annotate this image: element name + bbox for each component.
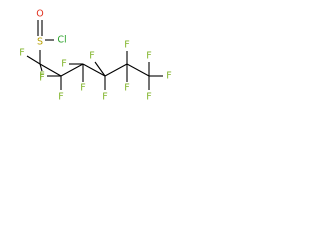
fluorine-bonds bbox=[26, 51, 163, 90]
atom-fluorine: F bbox=[39, 71, 44, 82]
atom-fluorine: F bbox=[89, 51, 94, 62]
atom-fluorine: F bbox=[39, 73, 44, 84]
bond-c3-c4 bbox=[82, 63, 106, 77]
atom-chlorine: Cl bbox=[57, 35, 66, 46]
atom-sulfur: S bbox=[37, 37, 43, 48]
molecule-drawing: O S Cl F F F F F F F F F F F F F bbox=[19, 9, 171, 103]
atom-fluorine: F bbox=[124, 83, 129, 94]
atom-fluorine: F bbox=[102, 92, 107, 103]
atom-fluorine: F bbox=[19, 48, 24, 59]
atom-fluorine: F bbox=[146, 51, 151, 62]
bond-c1-f2 bbox=[39, 63, 43, 72]
atom-fluorine: F bbox=[124, 40, 129, 51]
bond-c1-c2 bbox=[39, 63, 62, 77]
bond-c4-f1 bbox=[94, 61, 106, 77]
bond-c2-c3 bbox=[60, 63, 84, 77]
atom-fluorine: F bbox=[58, 92, 63, 103]
structure-diagram: O S Cl F F F F F F F F F F F F F bbox=[0, 0, 192, 131]
atom-fluorine: F bbox=[80, 83, 85, 94]
atom-labels: O S Cl F F F F F F F F F F F F F bbox=[19, 9, 171, 103]
sulfinyl-bonds bbox=[37, 20, 54, 64]
bond-c5-c6 bbox=[126, 63, 150, 77]
bond-c4-c5 bbox=[104, 63, 128, 77]
atom-oxygen: O bbox=[36, 9, 43, 20]
atom-fluorine: F bbox=[166, 71, 171, 82]
atom-fluorine: F bbox=[146, 92, 151, 103]
bond-c1-f1 bbox=[26, 55, 41, 65]
backbone-bonds bbox=[39, 63, 150, 77]
atom-fluorine: F bbox=[61, 59, 66, 70]
